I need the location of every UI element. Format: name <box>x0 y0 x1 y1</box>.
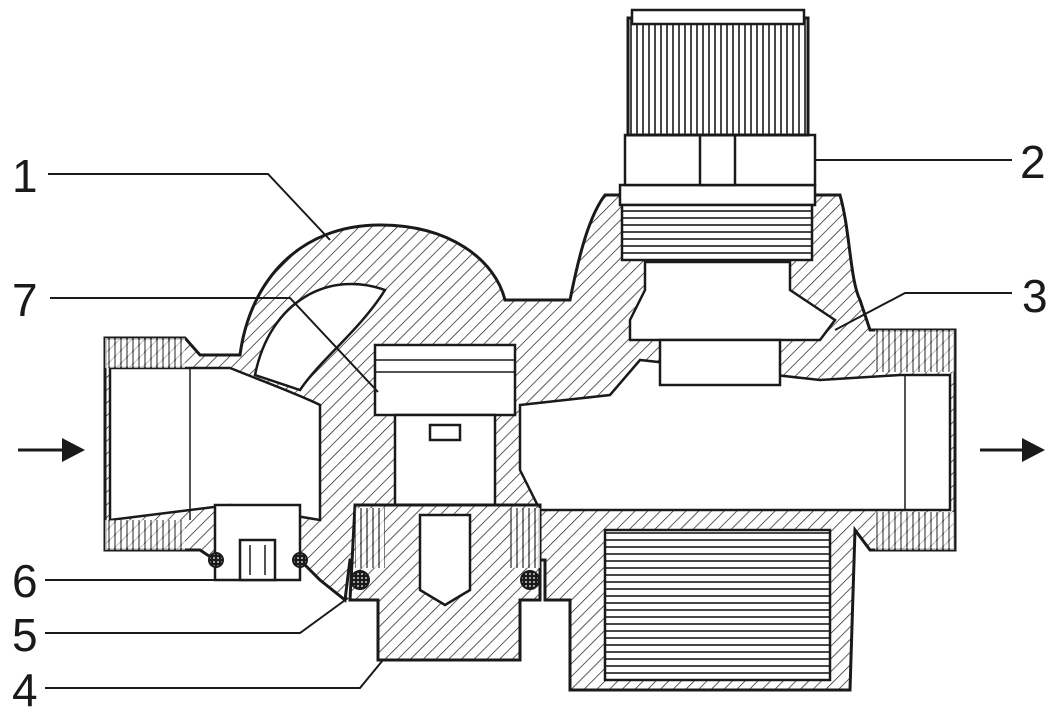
test-port <box>208 503 308 582</box>
drain-plug <box>348 503 542 662</box>
label-3: 3 <box>1022 270 1048 322</box>
label-6: 6 <box>12 555 38 607</box>
label-7: 7 <box>12 274 38 326</box>
arrow-right-icon <box>18 438 85 462</box>
valve-body <box>103 193 957 692</box>
leader-lines <box>45 159 1012 689</box>
pressure-adjuster <box>618 8 837 387</box>
label-4: 4 <box>12 664 38 716</box>
label-2: 2 <box>1020 136 1046 188</box>
label-1: 1 <box>12 150 38 202</box>
label-5: 5 <box>12 609 38 661</box>
arrow-right-icon <box>980 438 1045 462</box>
